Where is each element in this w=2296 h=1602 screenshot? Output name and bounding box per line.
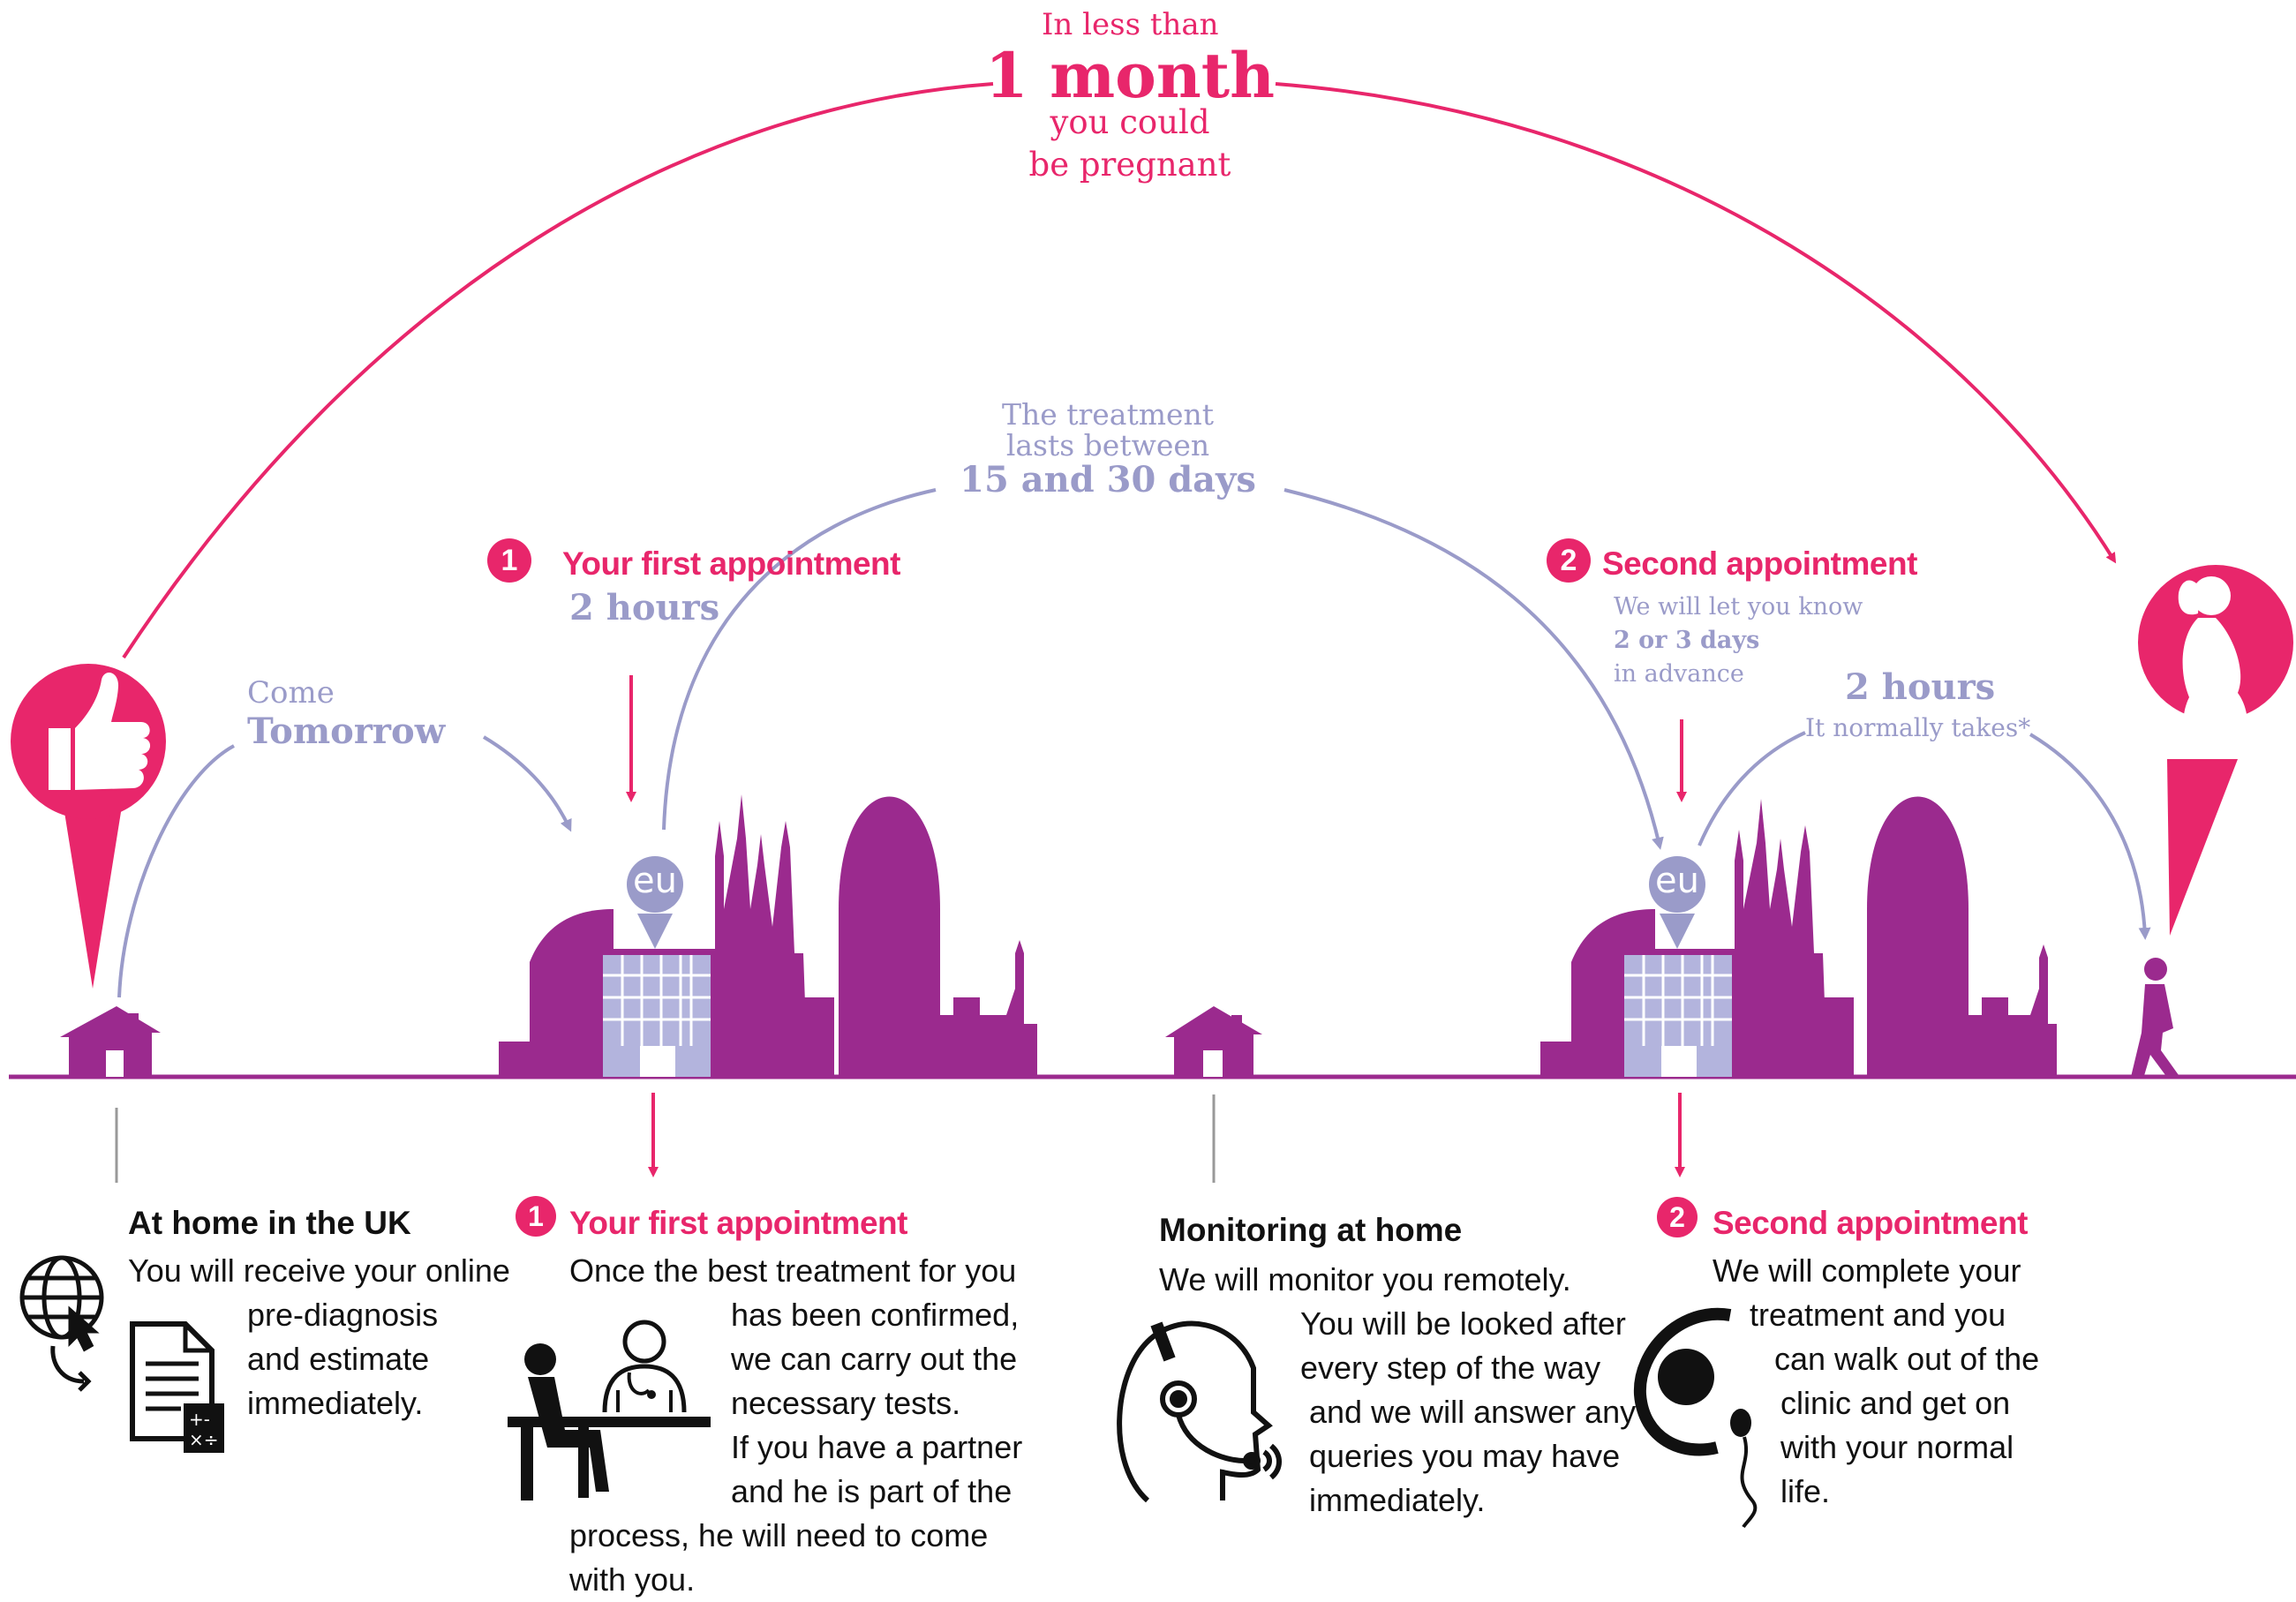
first-step-title: Your first appointment bbox=[569, 1205, 907, 1241]
first-line-2: has been confirmed, bbox=[731, 1297, 1020, 1333]
monitoring-title: Monitoring at home bbox=[1159, 1212, 1463, 1248]
globe-cursor-icon bbox=[19, 1255, 104, 1392]
egg-sperm-icon bbox=[1633, 1307, 1758, 1529]
monitoring-line-5: queries you may have bbox=[1309, 1438, 1621, 1474]
top-line-4: be pregnant bbox=[1028, 146, 1231, 184]
monitoring-line-1: We will monitor you remotely. bbox=[1159, 1261, 1571, 1297]
first-appointment-title: Your first appointment bbox=[562, 545, 900, 582]
pregnancy-arc-right bbox=[1275, 82, 2117, 564]
second-line-3: can walk out of the bbox=[1774, 1341, 2040, 1377]
monitoring-line-2: You will be looked after bbox=[1300, 1305, 1626, 1342]
pregnancy-arc-left bbox=[122, 82, 994, 659]
house-icon bbox=[60, 1006, 161, 1077]
home-line-3: and estimate bbox=[247, 1341, 430, 1377]
first-appointment-duration: 2 hours bbox=[569, 587, 720, 628]
home-line-1: You will receive your online bbox=[128, 1252, 510, 1289]
first-line-7: process, he will need to come bbox=[569, 1517, 989, 1553]
clinic-logo-1: eu bbox=[633, 861, 677, 901]
second-line-6: life. bbox=[1780, 1473, 1831, 1509]
second-duration: 2 hours bbox=[1845, 666, 1996, 708]
walking-person-icon bbox=[2131, 958, 2179, 1079]
document-calculator-icon: +- ×÷ bbox=[130, 1321, 224, 1453]
come-arc-right bbox=[482, 735, 572, 832]
first-line-4: necessary tests. bbox=[731, 1385, 961, 1421]
first-line-6: and he is part of the bbox=[731, 1473, 1012, 1509]
first-line-3: we can carry out the bbox=[731, 1341, 1018, 1377]
svg-text:×÷: ×÷ bbox=[189, 1429, 219, 1450]
second-line-4: clinic and get on bbox=[1780, 1385, 2011, 1421]
first-line-8: with you. bbox=[569, 1561, 696, 1598]
thumbs-up-icon bbox=[11, 664, 166, 989]
monitoring-line-4: and we will answer any bbox=[1309, 1394, 1637, 1430]
home-line-4: immediately. bbox=[247, 1385, 424, 1421]
second-note-3: in advance bbox=[1614, 660, 1744, 688]
first-step-number-badge: 1 bbox=[516, 1196, 556, 1237]
second-number-badge: 2 bbox=[1547, 538, 1591, 583]
second-arc-right bbox=[2029, 733, 2151, 940]
come-line-1: Come bbox=[247, 675, 335, 711]
second-note-2: 2 or 3 days bbox=[1614, 627, 1760, 654]
pregnant-woman-icon bbox=[2138, 565, 2293, 936]
home-title: At home in the UK bbox=[128, 1205, 411, 1241]
second-line-5: with your normal bbox=[1780, 1429, 2014, 1465]
treatment-intro: The treatment lasts between bbox=[918, 399, 1298, 461]
first-line-1: Once the best treatment for you bbox=[569, 1252, 1017, 1289]
home-line-2: pre-diagnosis bbox=[247, 1297, 439, 1333]
city-skyline-2 bbox=[1540, 796, 2057, 1077]
come-arc-left bbox=[117, 744, 235, 998]
doctor-patient-icon bbox=[508, 1320, 711, 1500]
second-step-title: Second appointment bbox=[1713, 1205, 2028, 1241]
top-lines-3-4: you could be pregnant bbox=[971, 102, 1289, 186]
treatment-arc-left bbox=[662, 488, 937, 831]
second-note-1: We will let you know bbox=[1614, 593, 1863, 620]
clinic-logo-2: eu bbox=[1655, 861, 1699, 901]
first-line-5: If you have a partner bbox=[731, 1429, 1023, 1465]
second-duration-note: It normally takes* bbox=[1805, 713, 2031, 742]
first-number-badge: 1 bbox=[487, 538, 531, 583]
house-icon bbox=[1165, 1006, 1262, 1077]
city-skyline-1 bbox=[499, 794, 1037, 1077]
top-line-2: 1 month bbox=[985, 39, 1275, 112]
second-appointment-title: Second appointment bbox=[1602, 545, 1917, 582]
top-line-1: In less than bbox=[1042, 7, 1219, 42]
second-line-1: We will complete your bbox=[1713, 1252, 2021, 1289]
headset-operator-icon bbox=[1117, 1320, 1282, 1503]
come-line-2: Tomorrow bbox=[247, 711, 446, 752]
second-arc-left bbox=[1698, 731, 1806, 846]
treatment-arc-right bbox=[1284, 488, 1664, 850]
second-step-number-badge: 2 bbox=[1657, 1197, 1698, 1237]
clinic-building-1 bbox=[598, 856, 715, 1077]
treatment-line-1: The treatment bbox=[1001, 397, 1215, 432]
clinic-building-2 bbox=[1620, 856, 1736, 1077]
treatment-line-3: 15 and 30 days bbox=[960, 459, 1256, 500]
svg-text:+-: +- bbox=[189, 1409, 210, 1430]
treatment-line-2: lasts between bbox=[1005, 428, 1210, 463]
monitoring-line-3: every step of the way bbox=[1300, 1350, 1601, 1386]
monitoring-line-6: immediately. bbox=[1309, 1482, 1486, 1518]
top-line-3: you could bbox=[1050, 103, 1210, 141]
second-line-2: treatment and you bbox=[1750, 1297, 2006, 1333]
